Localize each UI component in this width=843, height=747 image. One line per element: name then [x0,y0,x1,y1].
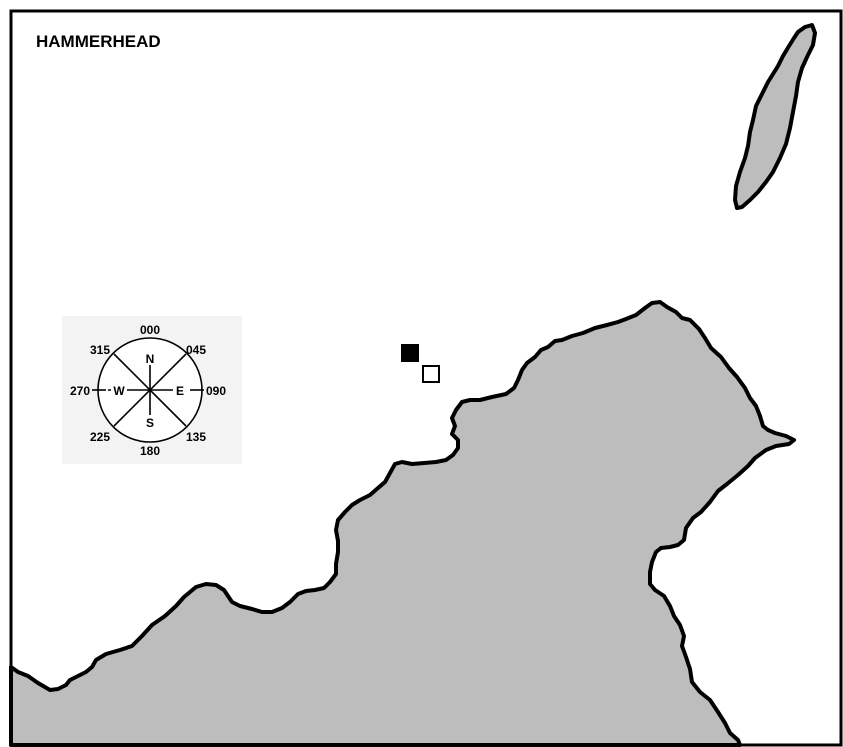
compass-cardinal-s: S [146,416,154,430]
compass-n-bg [143,351,157,365]
compass-bearing-090: 090 [206,384,226,398]
compass-w-bg [111,383,127,397]
mainland-landmass [9,300,796,747]
open-square-marker [422,365,440,383]
compass-bearing-135: 135 [186,430,206,444]
filled-square-marker [401,344,419,362]
compass-rose: 000 045 090 135 180 225 270 315 N E S W [62,316,242,464]
compass-bearing-225: 225 [90,430,110,444]
compass-s-bg [143,415,157,429]
compass-cardinal-n: N [146,352,155,366]
compass-line-nesw [113,353,187,427]
compass-bearing-315: 315 [90,343,110,357]
compass-bearing-045: 045 [186,343,206,357]
compass-cardinal-e: E [176,384,184,398]
compass-bearing-270: 270 [70,384,90,398]
island-landmass [733,23,817,210]
compass-e-bg [173,383,187,397]
compass-cardinal-w: W [113,384,125,398]
compass-bearing-180: 180 [140,444,160,458]
map-title: HAMMERHEAD [36,32,161,51]
compass-bearing-000: 000 [140,323,160,337]
